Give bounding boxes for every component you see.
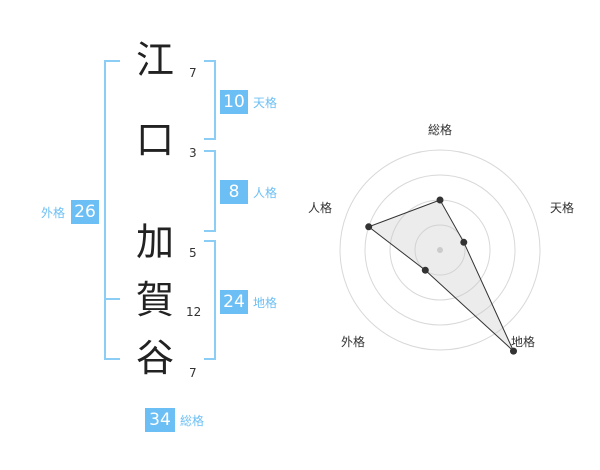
radar-ring-3 [364,174,516,326]
radar-point-2 [460,238,468,246]
chikaku-bracket-top [204,240,216,242]
jinkaku-bracket-top [204,150,216,152]
fortune-radar-chart: 総格 天格 地格 外格 人格 [308,122,574,355]
gaikaku-bracket-bottom [104,358,120,360]
soukaku-label: 総格 [180,414,205,428]
tenkaku-label: 天格 [253,96,278,110]
jinkaku-badge: 8 [220,180,248,204]
jinkaku-label: 人格 [253,186,278,200]
jinkaku-bracket [214,150,216,232]
axis-label-chikaku: 地格 [511,334,535,349]
axis-label-gaikaku: 外格 [341,334,365,349]
stroke-count-2: 3 [189,146,197,160]
tenkaku-bracket [214,60,216,140]
jinkaku-bracket-bottom [204,230,216,232]
name-char-3: 加 [135,220,174,264]
axis-label-jinkaku: 人格 [308,200,332,215]
name-char-4: 賀 [135,278,174,322]
tenkaku-bracket-bottom [204,138,216,140]
radar-value-polygon [367,199,514,352]
tenkaku-badge: 10 [220,90,248,114]
tenkaku-bracket-top [204,60,216,62]
radar-point-5 [365,223,373,231]
axis-label-tenkaku: 天格 [550,200,574,215]
name-char-2: 口 [135,118,174,162]
name-char-5: 谷 [135,336,174,380]
gaikaku-badge: 26 [71,200,99,224]
radar-point-1 [436,196,444,204]
radar-ring-1 [414,224,466,276]
stroke-count-1: 7 [189,66,197,80]
chikaku-bracket-bottom [204,358,216,360]
chikaku-bracket [214,240,216,360]
axis-label-soukaku: 総格 [428,122,452,137]
stroke-count-5: 7 [189,366,197,380]
gaikaku-bracket-mid [104,298,120,300]
stroke-count-4: 12 [186,305,202,319]
radar-point-4 [421,266,429,274]
radar-point-3 [510,347,517,355]
name-char-1: 江 [135,38,174,82]
gaikaku-label: 外格 [41,206,66,220]
gaikaku-bracket [104,60,106,360]
gaikaku-bracket-top [104,60,120,62]
chikaku-label: 地格 [253,296,278,310]
soukaku-badge: 34 [145,408,175,432]
stroke-count-3: 5 [189,246,197,260]
radar-ring-4 [339,149,541,351]
radar-center-dot [437,247,443,253]
chikaku-badge: 24 [220,290,248,314]
